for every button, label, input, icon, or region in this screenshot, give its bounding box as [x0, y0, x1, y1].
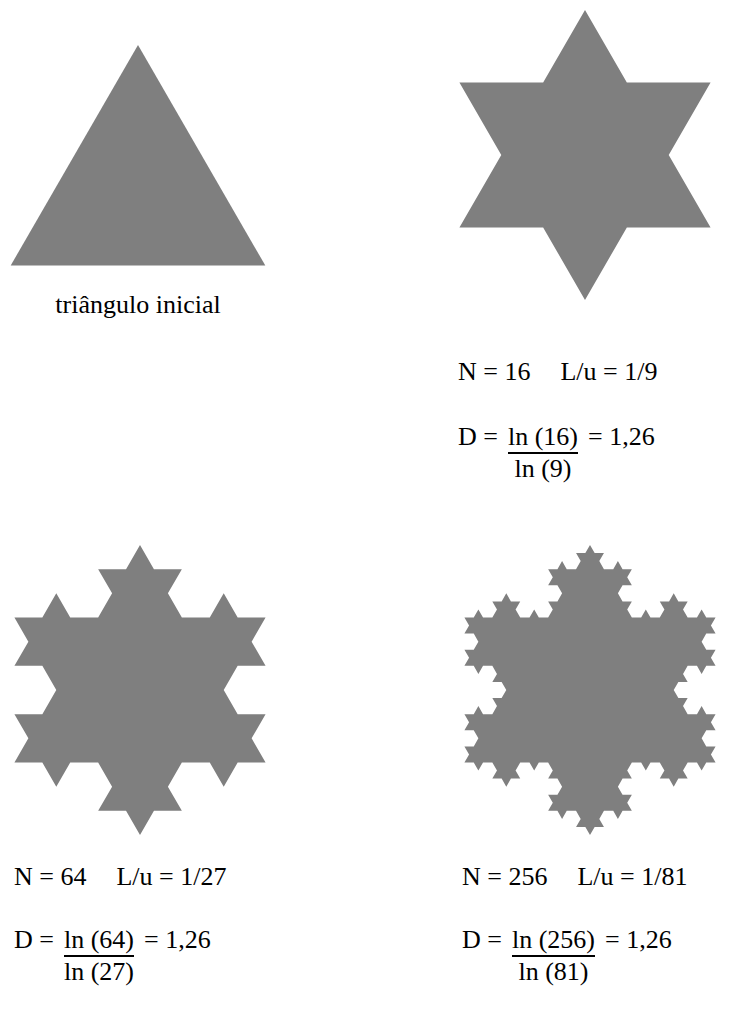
formula-result: = 1,26: [605, 925, 672, 955]
count-label: N = 256: [462, 862, 547, 892]
caption-label: triângulo inicial: [55, 290, 220, 320]
fraction-numerator: ln (16): [508, 422, 578, 454]
formula-prefix: D =: [462, 925, 502, 955]
ratio-label: L/u = 1/9: [560, 357, 657, 387]
formula-prefix: D =: [14, 925, 54, 955]
dimension-formula: D = ln (64)ln (27) = 1,26: [14, 925, 211, 987]
fraction: ln (256)ln (81): [512, 925, 595, 987]
fraction: ln (64)ln (27): [64, 925, 134, 987]
fraction-denominator: ln (9): [514, 454, 571, 484]
formula-prefix: D =: [458, 422, 498, 452]
formula-result: = 1,26: [588, 422, 655, 452]
fraction-denominator: ln (81): [518, 957, 588, 987]
ratio-label: L/u = 1/27: [116, 862, 226, 892]
fraction-numerator: ln (256): [512, 925, 595, 957]
parameter-row: N = 256 L/u = 1/81: [462, 862, 687, 892]
dimension-formula: D = ln (256)ln (81) = 1,26: [462, 925, 672, 987]
parameter-row: N = 16 L/u = 1/9: [458, 357, 657, 387]
koch-snowflake: [464, 545, 715, 835]
initial-triangle: [11, 45, 266, 266]
fraction-numerator: ln (64): [64, 925, 134, 957]
koch-snowflake: [459, 10, 710, 300]
ratio-label: L/u = 1/81: [577, 862, 687, 892]
formula-result: = 1,26: [144, 925, 211, 955]
fraction: ln (16)ln (9): [508, 422, 578, 484]
count-label: N = 16: [458, 357, 530, 387]
count-label: N = 64: [14, 862, 86, 892]
koch-snowflake: [14, 545, 265, 835]
fraction-denominator: ln (27): [64, 957, 134, 987]
parameter-row: N = 64 L/u = 1/27: [14, 862, 226, 892]
dimension-formula: D = ln (16)ln (9) = 1,26: [458, 422, 655, 484]
